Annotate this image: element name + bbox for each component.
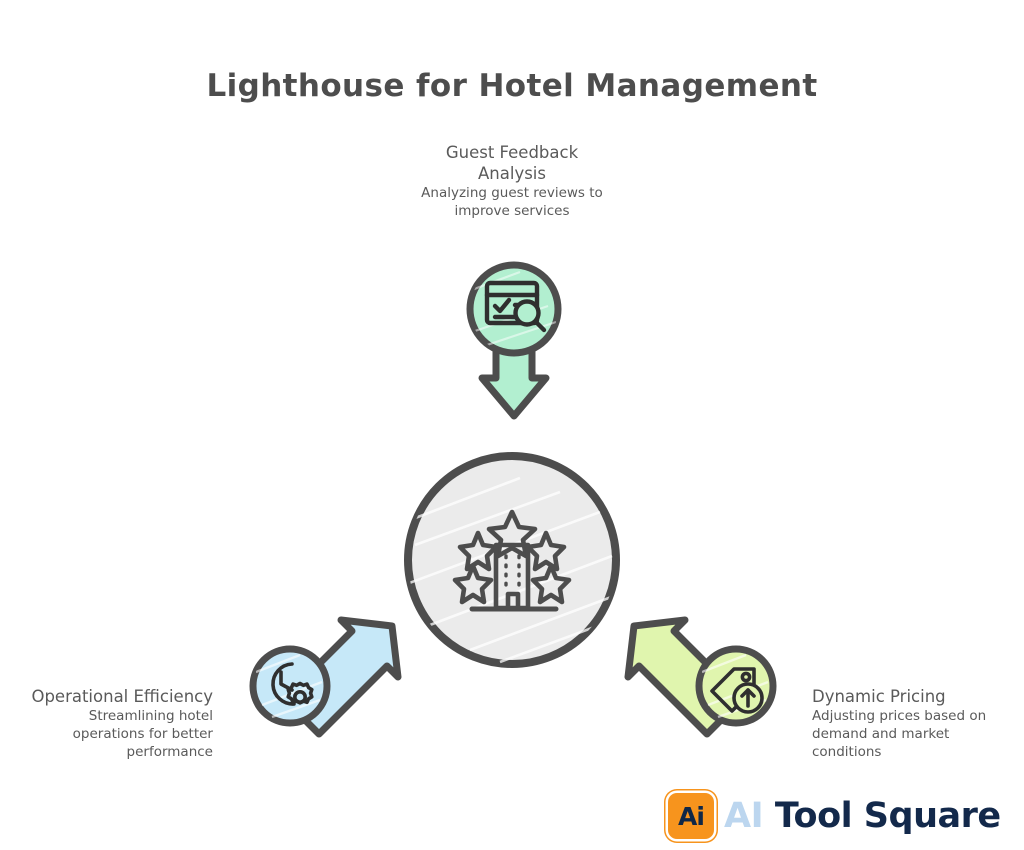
node-guest-feedback-analysis[interactable] xyxy=(466,261,562,357)
price-tag-up-arrow-icon xyxy=(710,667,764,714)
logo-wordmark: AI Tool Square xyxy=(724,795,1001,836)
node-operational-efficiency[interactable] xyxy=(249,645,331,727)
brand-logo: Ai AI Tool Square xyxy=(668,788,1001,844)
logo-word-tool-square: Tool Square xyxy=(774,795,1001,836)
node-title: Guest Feedback Analysis xyxy=(445,143,579,183)
label-guest-feedback-analysis: Guest Feedback Analysis Analyzing guest … xyxy=(412,142,612,220)
node-title: Operational Efficiency xyxy=(31,687,213,706)
logo-badge-icon: Ai xyxy=(668,793,714,839)
node-description: Streamlining hotel operations for better… xyxy=(72,708,213,760)
node-title: Dynamic Pricing xyxy=(812,687,946,706)
label-operational-efficiency: Operational Efficiency Streamlining hote… xyxy=(18,686,213,761)
node-dynamic-pricing[interactable] xyxy=(695,645,777,727)
node-description: Adjusting prices based on demand and mar… xyxy=(812,708,987,760)
hotel-stars-icon xyxy=(452,509,572,612)
label-dynamic-pricing: Dynamic Pricing Adjusting prices based o… xyxy=(812,686,1017,761)
node-description: Analyzing guest reviews to improve servi… xyxy=(421,185,603,219)
page-title: Lighthouse for Hotel Management xyxy=(206,68,818,104)
review-search-icon xyxy=(484,280,547,333)
clock-gear-icon xyxy=(271,662,314,706)
logo-badge-text: Ai xyxy=(678,801,705,831)
center-node[interactable] xyxy=(404,452,620,668)
logo-word-ai: AI xyxy=(724,795,764,836)
